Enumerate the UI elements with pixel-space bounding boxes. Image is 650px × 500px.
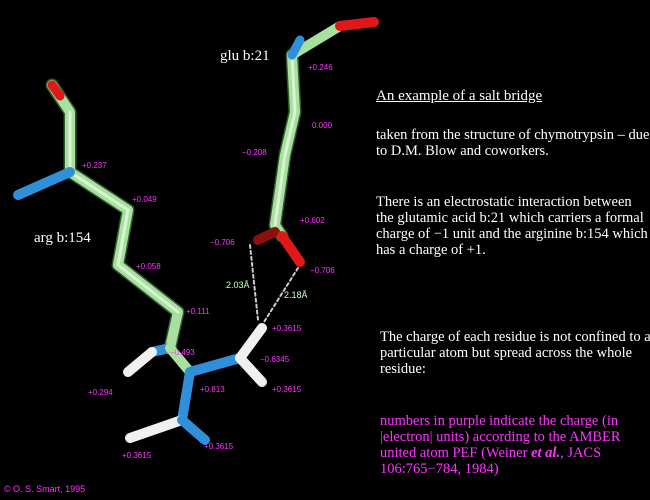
charge-label: +0.058 [136, 262, 161, 271]
charge-label: +0.3615 [272, 324, 302, 333]
charge-label: −0.6345 [260, 355, 290, 364]
arg-residue-label: arg b:154 [34, 230, 91, 246]
charge-label: +0.246 [308, 63, 333, 72]
distance-label: 2.03Å [226, 280, 250, 290]
charge-spread-paragraph: The charge of each residue is not confin… [380, 329, 650, 377]
arg-sidechain [13, 78, 267, 445]
figure-title: An example of a salt bridge [376, 88, 543, 104]
charge-label: −0.706 [210, 238, 235, 247]
amber-note-paragraph: numbers in purple indicate the charge (i… [380, 413, 621, 477]
charge-label: 0.000 [312, 121, 333, 130]
charge-label: +0.3615 [272, 385, 302, 394]
copyright-credit: © O. S. Smart, 1995 [4, 484, 86, 494]
charge-label: −0.493 [170, 348, 195, 357]
charge-label: +0.3615 [204, 442, 234, 451]
charge-label: +0.602 [300, 216, 325, 225]
charge-label: +0.237 [82, 161, 107, 170]
charge-label: +0.813 [200, 385, 225, 394]
distance-label: 2.18Å [284, 290, 308, 300]
charge-label: −0.208 [242, 148, 267, 157]
glu-sidechain [253, 17, 379, 267]
charge-label: +0.3615 [122, 451, 152, 460]
glu-residue-label: glu b:21 [220, 48, 270, 64]
charge-label: +0.294 [88, 388, 113, 397]
hydrogen-bond-lines [249, 244, 299, 323]
charge-label: +0.049 [132, 195, 157, 204]
charge-label: +0.111 [186, 307, 210, 316]
charge-label: −0.706 [310, 266, 335, 275]
source-paragraph: taken from the structure of chymotrypsin… [376, 127, 650, 159]
interaction-paragraph: There is an electrostatic interaction be… [376, 194, 648, 258]
